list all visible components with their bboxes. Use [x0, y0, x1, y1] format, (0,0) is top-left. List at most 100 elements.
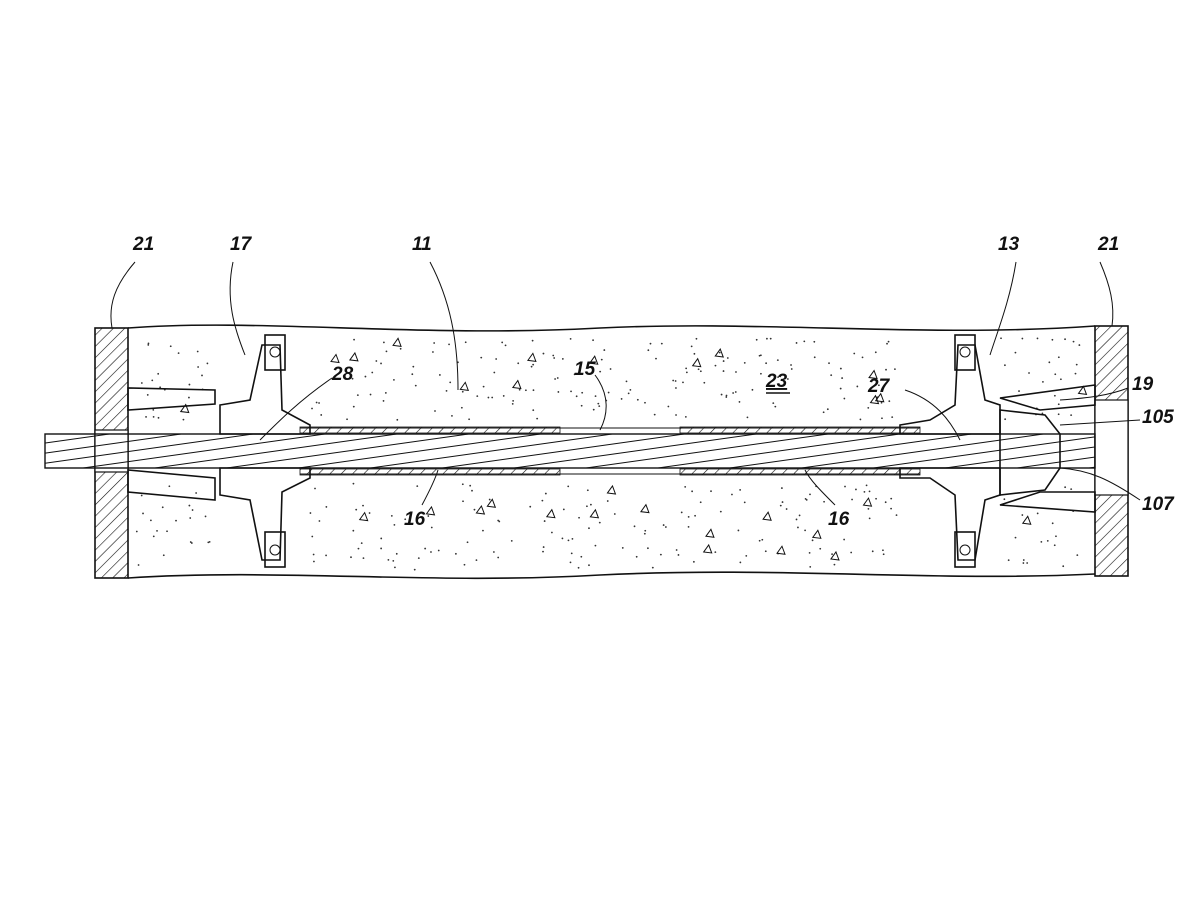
aggregate-speck	[392, 559, 395, 562]
aggregate-speck	[438, 374, 441, 376]
aggregate-speck	[492, 551, 495, 553]
aggregate-speck	[387, 558, 390, 561]
aggregate-speck	[469, 484, 472, 487]
aggregate-speck	[594, 361, 597, 364]
aggregate-speck	[884, 501, 887, 504]
aggregate-speck	[161, 506, 164, 509]
aggregate-speck	[720, 393, 723, 396]
aggregate-speck	[502, 395, 505, 397]
aggregate-speck	[488, 498, 491, 501]
aggregate-speck	[149, 519, 152, 522]
aggregate-speck	[140, 382, 143, 384]
aggregate-stone	[526, 352, 537, 362]
aggregate-speck	[877, 384, 880, 387]
aggregate-stone	[606, 484, 617, 495]
aggregate-speck	[325, 506, 328, 508]
aggregate-speck	[480, 356, 483, 359]
aggregate-speck	[674, 380, 677, 382]
aggregate-speck	[785, 508, 788, 510]
aggregate-speck	[718, 351, 721, 354]
aggregate-speck	[1051, 338, 1054, 341]
aggregate-stone	[811, 529, 822, 539]
aggregate-speck	[598, 521, 601, 524]
aggregate-speck	[413, 568, 416, 571]
aggregate-speck	[375, 360, 378, 362]
aggregate-speck	[621, 547, 624, 549]
aggregate-speck	[380, 537, 383, 540]
aggregate-speck	[542, 546, 545, 548]
aggregate-speck	[1046, 539, 1049, 542]
aggregate-speck	[833, 563, 836, 566]
aggregate-speck	[380, 362, 382, 365]
aggregate-speck	[781, 501, 784, 503]
aggregate-speck	[850, 551, 853, 554]
aggregate-speck	[644, 401, 646, 404]
aggregate-speck	[868, 490, 871, 493]
aggregate-speck	[315, 401, 318, 404]
label-107: 107	[1142, 494, 1175, 515]
aggregate-speck	[813, 356, 816, 359]
leader-lines	[110, 261, 1141, 506]
aggregate-speck	[822, 411, 825, 414]
aggregate-speck	[692, 560, 695, 563]
aggregate-speck	[725, 396, 728, 398]
aggregate-speck	[482, 385, 485, 388]
aggregate-speck	[745, 554, 748, 557]
aggregate-stone	[475, 504, 486, 515]
aggregate-speck	[592, 339, 594, 342]
aggregate-speck	[569, 561, 572, 564]
aggregate-stone	[545, 508, 556, 519]
aggregate-speck	[530, 365, 533, 368]
aggregate-speck	[882, 553, 885, 556]
right-anchor	[899, 334, 1096, 568]
aggregate-speck	[433, 342, 436, 344]
aggregate-speck	[432, 351, 434, 353]
aggregate-speck	[600, 358, 603, 361]
aggregate-speck	[382, 400, 385, 402]
aggregate-stone	[702, 543, 713, 554]
aggregate-speck	[855, 488, 857, 491]
aggregate-speck	[356, 394, 359, 397]
aggregate-speck	[777, 376, 779, 379]
aggregate-speck	[204, 515, 207, 518]
label-19: 19	[1132, 374, 1154, 395]
aggregate-stone	[589, 508, 600, 519]
aggregate-speck	[687, 525, 690, 528]
aggregate-speck	[875, 497, 877, 500]
aggregate-speck	[536, 417, 539, 420]
aggregate-speck	[826, 408, 829, 411]
aggregate-speck	[629, 388, 632, 391]
aggregate-speck	[393, 523, 396, 526]
aggregate-speck	[703, 381, 706, 384]
aggregate-speck	[177, 352, 180, 355]
aggregate-speck	[776, 359, 779, 362]
aggregate-stone	[330, 353, 340, 364]
aggregate-speck	[430, 526, 433, 529]
aggregate-speck	[156, 529, 158, 532]
aggregate-speck	[399, 347, 402, 350]
aggregate-speck	[191, 509, 194, 511]
aggregate-speck	[318, 402, 320, 404]
aggregate-speck	[843, 397, 846, 400]
aggregate-speck	[1014, 351, 1017, 354]
aggregate-speck	[437, 549, 440, 552]
aggregate-speck	[510, 539, 513, 542]
aggregate-speck	[544, 492, 547, 495]
aggregate-speck	[556, 377, 559, 379]
aggregate-speck	[809, 565, 812, 568]
aggregate-speck	[790, 364, 792, 366]
aggregate-stone	[691, 357, 702, 368]
aggregate-speck	[571, 537, 574, 540]
concrete-aggregate-speckles	[135, 337, 1088, 571]
aggregate-speck	[464, 341, 467, 344]
aggregate-speck	[808, 551, 811, 554]
aggregate-speck	[385, 350, 388, 353]
aggregate-speck	[830, 374, 833, 377]
aggregate-speck	[797, 526, 799, 529]
aggregate-speck	[417, 557, 420, 560]
aggregate-speck	[725, 394, 728, 397]
aggregate-speck	[460, 406, 463, 409]
aggregate-speck	[690, 345, 693, 348]
aggregate-speck	[867, 507, 870, 510]
aggregate-stone	[868, 369, 878, 380]
